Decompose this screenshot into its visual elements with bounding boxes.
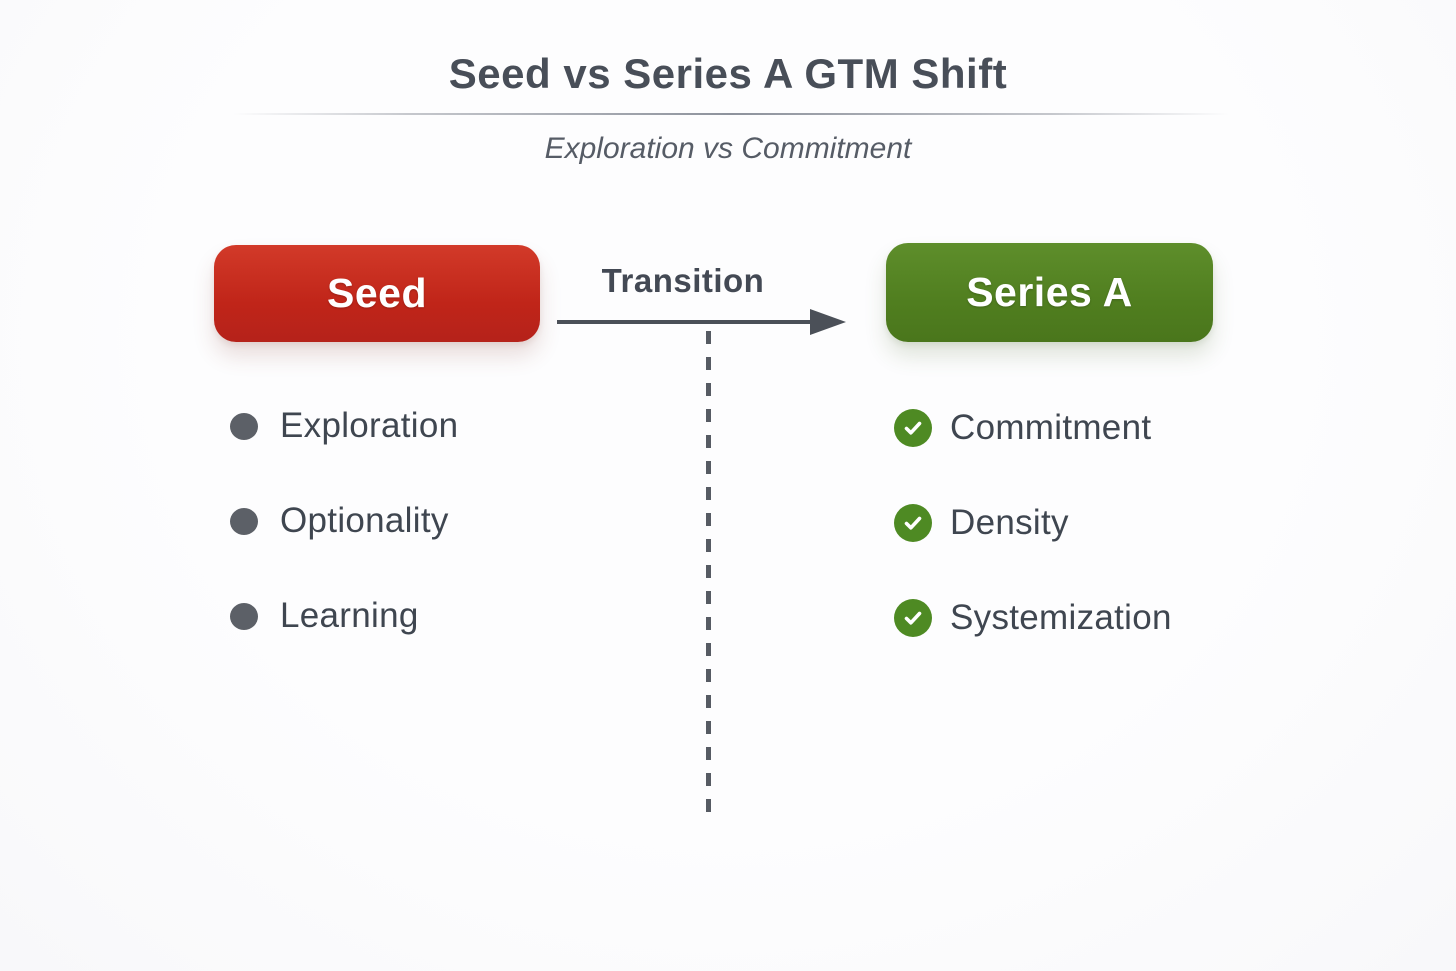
trait-label: Systemization xyxy=(950,598,1172,637)
trait-label: Commitment xyxy=(950,408,1152,447)
trait-label: Learning xyxy=(280,596,419,635)
list-item: Systemization xyxy=(894,594,1172,642)
check-icon xyxy=(894,599,932,637)
seed-stage-label: Seed xyxy=(327,270,427,316)
list-item: Commitment xyxy=(894,404,1172,452)
page-title: Seed vs Series A GTM Shift xyxy=(448,50,1008,97)
seed-trait-list: Exploration Optionality Learning xyxy=(230,402,458,640)
dashed-divider xyxy=(706,331,711,816)
bullet-icon xyxy=(230,412,258,440)
list-item: Learning xyxy=(230,592,458,640)
seed-stage-box: Seed xyxy=(214,245,540,342)
arrow-line xyxy=(557,320,810,324)
title-divider xyxy=(233,113,1229,115)
trait-label: Exploration xyxy=(280,406,459,445)
arrow-head-icon xyxy=(810,309,846,335)
bullet-icon xyxy=(230,507,258,535)
series-a-trait-list: Commitment Density Systemization xyxy=(894,404,1172,642)
list-item: Density xyxy=(894,499,1172,547)
trait-label: Density xyxy=(950,503,1069,542)
list-item: Exploration xyxy=(230,402,458,450)
trait-label: Optionality xyxy=(280,501,449,540)
bullet-icon xyxy=(230,602,258,630)
check-icon xyxy=(894,409,932,447)
series-a-stage-label: Series A xyxy=(966,269,1133,315)
page-subtitle: Exploration vs Commitment xyxy=(544,132,912,165)
transition-label: Transition xyxy=(601,262,765,299)
transition-group: Transition xyxy=(557,262,846,335)
transition-arrow-icon xyxy=(557,309,846,335)
series-a-stage-box: Series A xyxy=(886,243,1213,342)
list-item: Optionality xyxy=(230,497,458,545)
check-icon xyxy=(894,504,932,542)
